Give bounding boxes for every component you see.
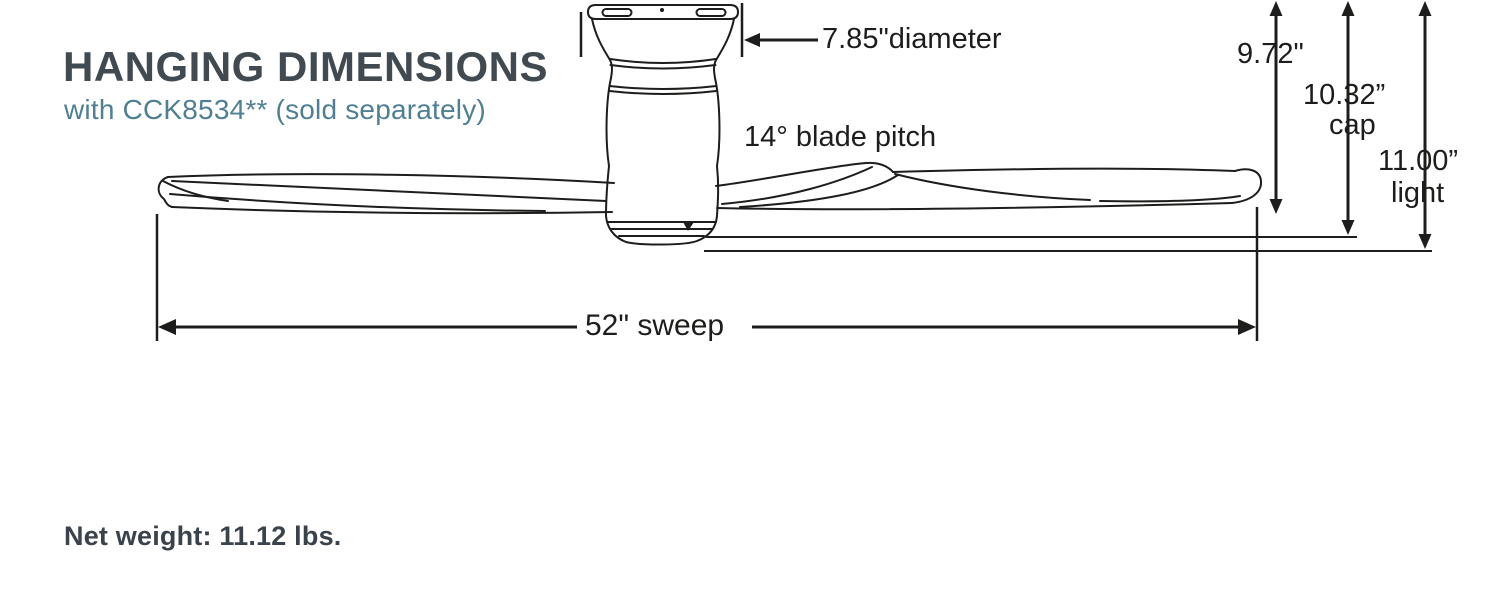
arrow-up-icon (1341, 1, 1355, 16)
dim-cap-height-label: 10.32” (1303, 79, 1386, 111)
page-title: HANGING DIMENSIONS (63, 43, 549, 90)
fan-drawing (157, 4, 1263, 246)
dim-diameter-lines (579, 3, 818, 57)
mount-plate (587, 4, 739, 20)
blade-left (157, 173, 615, 215)
subtitle: with CCK8534** (sold separately) (64, 94, 486, 125)
arrow-left-icon (744, 33, 760, 47)
dim-hang-lines (1269, 1, 1283, 214)
dim-cap-word-label: cap (1329, 109, 1376, 141)
motor-housing (605, 77, 721, 217)
dim-diameter-label: 7.85"diameter (822, 23, 1002, 55)
arrow-up-icon (1269, 1, 1283, 16)
dim-sweep-lines (155, 207, 1259, 341)
arrow-down-icon (1269, 199, 1283, 214)
canopy (591, 18, 735, 95)
dimension-lines (155, 1, 1432, 341)
dim-hang-height-label: 9.72" (1237, 38, 1304, 70)
blade-right (715, 161, 1263, 211)
arrow-right-icon (1238, 319, 1256, 335)
dim-light-word-label: light (1391, 177, 1445, 209)
arrow-down-icon (1341, 220, 1355, 235)
light-kit (605, 215, 718, 246)
dim-light-height-label: 11.00” (1378, 145, 1459, 177)
arrow-up-icon (1418, 1, 1432, 16)
net-weight-text: Net weight: 11.12 lbs. (64, 521, 342, 551)
dim-cap-lines (706, 1, 1357, 238)
dim-sweep-label: 52" sweep (585, 309, 725, 342)
arrow-left-icon (158, 319, 176, 335)
dim-light-lines (704, 1, 1432, 252)
dim-blade-pitch-label: 14° blade pitch (744, 121, 937, 153)
arrow-down-icon (1418, 234, 1432, 249)
